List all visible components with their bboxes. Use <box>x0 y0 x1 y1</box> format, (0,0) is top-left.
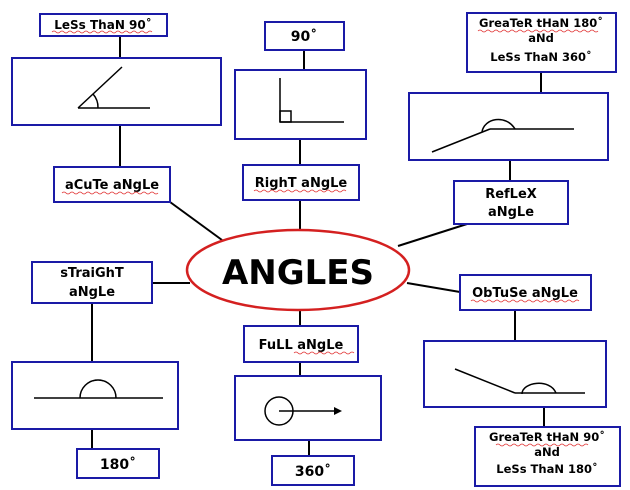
acute-condition-box <box>39 13 168 37</box>
reflex-condition-line2: aNd <box>528 31 554 45</box>
obtuse-condition-line3: LeSs ThaN 180˚ <box>496 461 597 476</box>
reflex-name-line2: aNgLe <box>488 205 534 220</box>
straight-condition-box <box>76 448 160 479</box>
center-title: ANGLES <box>222 253 374 293</box>
obtuse-name-spell-underline <box>470 299 580 303</box>
acute-angle-figure <box>77 66 150 109</box>
straight-picture-box <box>11 361 179 430</box>
obtuse-angle-figure <box>454 368 585 395</box>
reflex-angle-figure <box>431 118 574 153</box>
acute-angle-branch: LeSs ThaN 90˚ aCuTe aNgLe <box>11 13 222 203</box>
right-angle-figure <box>279 78 344 123</box>
reflex-angle-branch: GreaTeR tHaN 180˚ aNd LeSs ThaN 360˚ Ref… <box>408 12 617 225</box>
straight-name-line1: sTraiGhT <box>60 266 124 281</box>
center-node: ANGLES <box>185 228 411 312</box>
full-condition-label: 360˚ <box>295 463 331 480</box>
acute-name-box <box>53 166 171 203</box>
straight-angle-figure <box>34 379 163 399</box>
acute-condition-spell-underline <box>51 30 153 34</box>
obtuse-angle-branch: ObTuSe aNgLe GreaTeR tHaN 90˚ aNd LeSs T… <box>423 274 621 487</box>
right-name-label: RighT aNgLe <box>255 176 348 191</box>
right-name-box <box>242 164 360 201</box>
acute-name-spell-underline <box>61 191 159 195</box>
obtuse-picture-box <box>423 340 607 408</box>
straight-name-line2: aNgLe <box>69 285 115 300</box>
connector-obtuse-center <box>406 282 461 293</box>
obtuse-condition-line2: aNd <box>534 445 560 459</box>
reflex-name-line1: RefLeX <box>485 187 537 202</box>
obtuse-condition-spell-underline <box>495 443 589 447</box>
center-ellipse <box>185 228 411 312</box>
right-name-spell-underline <box>253 189 347 193</box>
acute-picture-box <box>11 57 222 126</box>
right-condition-box <box>264 21 345 51</box>
right-condition-label: 90˚ <box>291 28 317 45</box>
full-name-spell-underline <box>293 351 355 355</box>
straight-name-box <box>31 261 153 304</box>
full-angle-figure <box>264 396 342 426</box>
obtuse-condition-box <box>474 426 621 487</box>
reflex-name-box <box>453 180 569 225</box>
reflex-condition-line1: GreaTeR tHaN 180˚ <box>479 15 603 30</box>
obtuse-condition-line1: GreaTeR tHaN 90˚ <box>489 429 605 444</box>
full-angle-branch: FuLL aNgLe 360˚ <box>234 325 382 486</box>
connectors <box>91 36 545 456</box>
reflex-condition-line3: LeSs ThaN 360˚ <box>490 49 591 64</box>
obtuse-name-box <box>459 274 592 311</box>
obtuse-name-label: ObTuSe aNgLe <box>472 286 578 301</box>
reflex-condition-box <box>466 12 617 73</box>
full-name-label: FuLL aNgLe <box>259 338 344 353</box>
straight-angle-branch: sTraiGhT aNgLe 180˚ <box>11 261 179 479</box>
reflex-picture-box <box>408 92 609 161</box>
full-picture-box <box>234 375 382 441</box>
right-picture-box <box>234 69 367 140</box>
connector-acute-center <box>169 201 223 241</box>
acute-condition-label: LeSs ThaN 90˚ <box>54 17 152 32</box>
full-condition-box <box>271 455 355 486</box>
full-name-box <box>243 325 359 363</box>
reflex-condition-spell-underline <box>477 29 599 33</box>
connector-reflex-center <box>397 223 468 247</box>
acute-name-label: aCuTe aNgLe <box>65 178 159 193</box>
right-angle-branch: 90˚ RighT aNgLe <box>234 21 367 201</box>
straight-condition-label: 180˚ <box>100 456 136 473</box>
